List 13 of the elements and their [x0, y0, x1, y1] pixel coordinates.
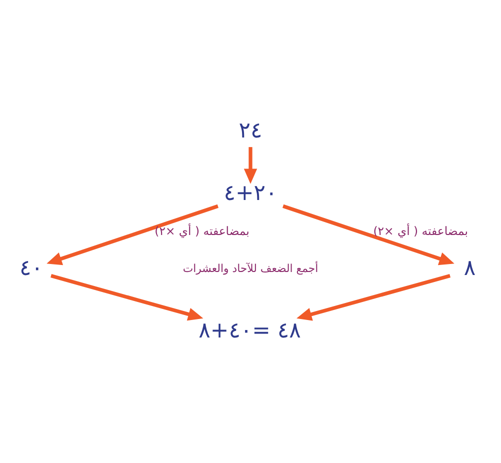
- edge-label: بمضاعفته ( أي ×٢): [373, 223, 468, 238]
- arrow: [46, 204, 218, 265]
- arrow: [282, 204, 454, 265]
- arrow: [296, 273, 451, 320]
- label: أجمع الضعف للآحاد والعشرات: [182, 262, 318, 275]
- node-text: ٤٨ =٤٠+٨: [198, 318, 301, 344]
- node-text: ٢٠+٤: [224, 180, 278, 206]
- edge-label: بمضاعفته ( أي ×٢): [154, 223, 250, 238]
- node-text: ٨: [464, 255, 476, 280]
- node-text: ٢٤: [238, 118, 262, 143]
- node-text: ٤٠: [20, 255, 43, 280]
- arrow: [50, 274, 204, 320]
- arrow: [244, 146, 258, 184]
